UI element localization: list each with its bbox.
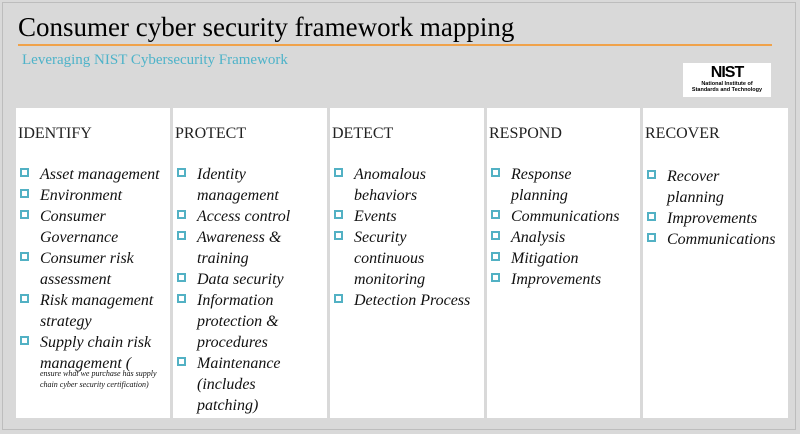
- list-item: Events: [332, 206, 470, 227]
- checkbox-bullet-icon: [20, 189, 29, 198]
- checkbox-bullet-icon: [334, 231, 343, 240]
- title-underline: [18, 44, 772, 46]
- checkbox-bullet-icon: [177, 210, 186, 219]
- checkbox-bullet-icon: [177, 168, 186, 177]
- nist-logo-line2: Standards and Technology: [691, 87, 763, 93]
- list-item: Analysis: [489, 227, 619, 248]
- checkbox-bullet-icon: [177, 294, 186, 303]
- checkbox-bullet-icon: [177, 231, 186, 240]
- checkbox-bullet-icon: [20, 294, 29, 303]
- checkbox-bullet-icon: [491, 168, 500, 177]
- slide-title: Consumer cyber security framework mappin…: [18, 12, 515, 42]
- list-item: Asset management: [18, 164, 160, 185]
- list-item: Environment: [18, 185, 160, 206]
- column-heading: IDENTIFY: [18, 125, 92, 142]
- list-item: Improvements: [489, 269, 619, 290]
- list-item: Data security: [175, 269, 290, 290]
- column-heading: PROTECT: [175, 125, 247, 142]
- checkbox-bullet-icon: [647, 170, 656, 179]
- checkbox-bullet-icon: [491, 231, 500, 240]
- nist-logo-wordmark: NIST: [710, 64, 744, 81]
- checkbox-bullet-icon: [334, 210, 343, 219]
- list-item: Detection Process: [332, 290, 470, 311]
- checkbox-bullet-icon: [20, 252, 29, 261]
- list-item: Mitigation: [489, 248, 619, 269]
- list-item: Communications: [645, 229, 775, 250]
- checkbox-bullet-icon: [20, 336, 29, 345]
- checkbox-bullet-icon: [177, 357, 186, 366]
- column-heading: DETECT: [332, 125, 394, 142]
- checkbox-bullet-icon: [647, 212, 656, 221]
- nist-logo-line1: National Institute of: [701, 81, 753, 87]
- list-item: Improvements: [645, 208, 775, 229]
- checkbox-bullet-icon: [334, 168, 343, 177]
- checkbox-bullet-icon: [177, 273, 186, 282]
- nist-logo: NIST National Institute of Standards and…: [683, 63, 771, 97]
- column-heading: RESPOND: [489, 125, 562, 142]
- list-item: Communications: [489, 206, 619, 227]
- supply-chain-note: ensure what we purchase has supply chain…: [40, 369, 157, 389]
- checkbox-bullet-icon: [334, 294, 343, 303]
- checkbox-bullet-icon: [20, 168, 29, 177]
- list-item: Access control: [175, 206, 290, 227]
- slide-subtitle: Leveraging NIST Cybersecurity Framework: [22, 52, 288, 68]
- column-heading: RECOVER: [645, 125, 720, 142]
- slide-frame: [2, 2, 796, 430]
- checkbox-bullet-icon: [491, 210, 500, 219]
- list-item: Awareness &training: [175, 227, 290, 269]
- column-identify: IDENTIFY Asset management Environment Co…: [16, 108, 170, 418]
- checkbox-bullet-icon: [491, 273, 500, 282]
- checkbox-bullet-icon: [647, 233, 656, 242]
- checkbox-bullet-icon: [491, 252, 500, 261]
- checkbox-bullet-icon: [20, 210, 29, 219]
